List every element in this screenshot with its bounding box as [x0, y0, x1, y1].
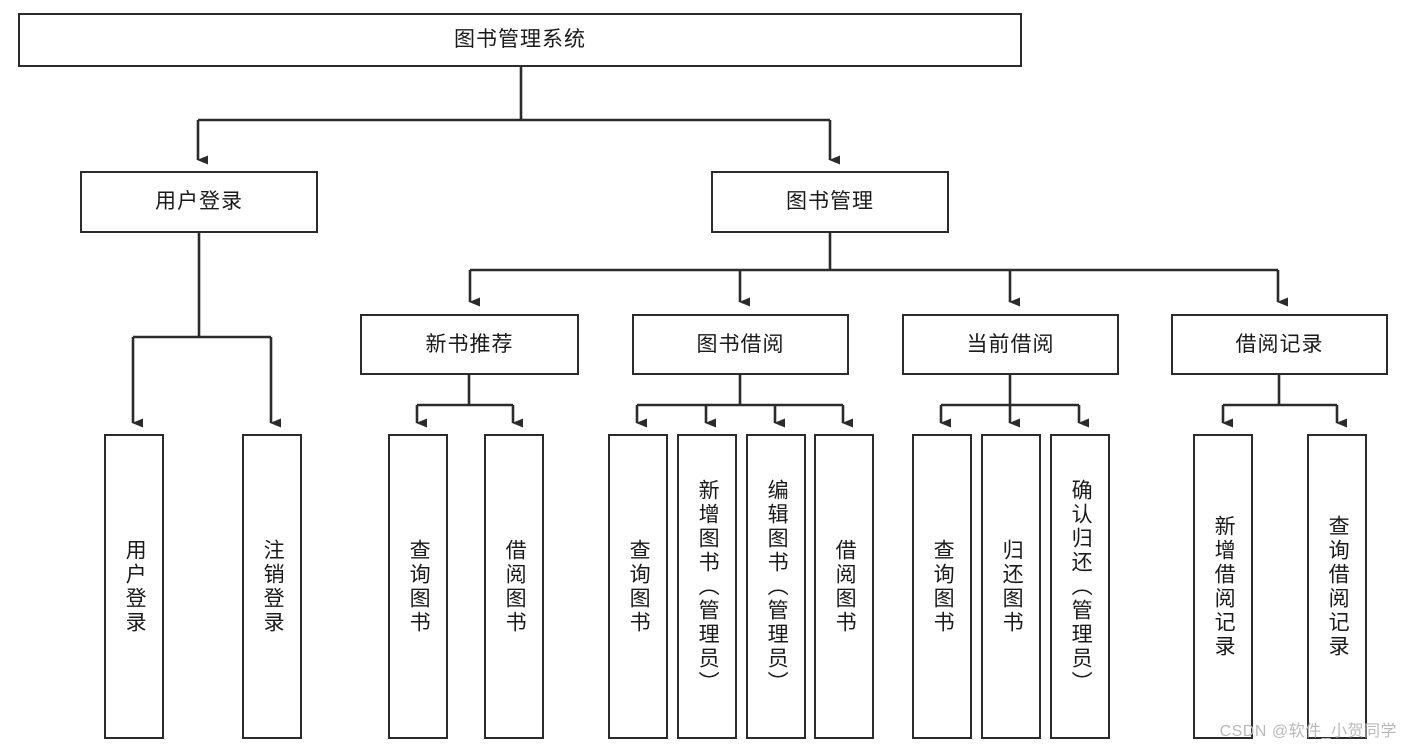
node-root-label: 图书管理系统	[454, 28, 586, 52]
node-leaf-edit-book[interactable]: 编辑图书（管理员）	[746, 434, 806, 739]
node-user-login-label: 用户登录	[155, 190, 243, 214]
node-leaf-add-record-label: 新增借阅记录	[1212, 514, 1236, 659]
node-book-borrow[interactable]: 图书借阅	[632, 314, 849, 375]
node-leaf-add-book[interactable]: 新增图书（管理员）	[677, 434, 737, 739]
node-leaf-borrow-book-2-label: 借阅图书	[833, 538, 857, 635]
node-book-management[interactable]: 图书管理	[711, 171, 949, 233]
node-leaf-borrow-book-2[interactable]: 借阅图书	[814, 434, 874, 739]
node-root[interactable]: 图书管理系统	[18, 13, 1022, 67]
watermark: CSDN @软件_小贺同学	[1219, 723, 1397, 740]
node-leaf-confirm-return-label: 确认归还（管理员）	[1069, 478, 1093, 695]
node-leaf-query-book-1-label: 查询图书	[407, 538, 431, 635]
node-book-borrow-label: 图书借阅	[696, 332, 785, 356]
node-leaf-return-book[interactable]: 归还图书	[981, 434, 1041, 739]
node-leaf-user-login[interactable]: 用户登录	[104, 434, 164, 739]
node-borrow-record[interactable]: 借阅记录	[1171, 314, 1388, 375]
node-current-borrow-label: 当前借阅	[966, 332, 1055, 356]
node-leaf-logout[interactable]: 注销登录	[242, 434, 302, 739]
node-leaf-query-record-label: 查询借阅记录	[1326, 514, 1350, 659]
node-current-borrow[interactable]: 当前借阅	[902, 314, 1119, 375]
node-leaf-edit-book-label: 编辑图书（管理员）	[765, 478, 789, 695]
node-leaf-query-record[interactable]: 查询借阅记录	[1307, 434, 1367, 739]
node-leaf-borrow-book-1[interactable]: 借阅图书	[484, 434, 544, 739]
node-leaf-query-book-3-label: 查询图书	[931, 538, 955, 635]
node-borrow-record-label: 借阅记录	[1235, 332, 1324, 356]
node-new-book-recommend-label: 新书推荐	[425, 332, 514, 356]
node-book-management-label: 图书管理	[786, 190, 874, 214]
node-leaf-query-book-1[interactable]: 查询图书	[388, 434, 448, 739]
node-leaf-borrow-book-1-label: 借阅图书	[503, 538, 527, 635]
node-leaf-confirm-return[interactable]: 确认归还（管理员）	[1050, 434, 1110, 739]
node-user-login[interactable]: 用户登录	[80, 171, 318, 233]
node-leaf-query-book-3[interactable]: 查询图书	[912, 434, 972, 739]
node-new-book-recommend[interactable]: 新书推荐	[360, 314, 579, 375]
node-leaf-logout-label: 注销登录	[261, 538, 285, 635]
node-leaf-add-record[interactable]: 新增借阅记录	[1193, 434, 1253, 739]
node-leaf-query-book-2[interactable]: 查询图书	[608, 434, 668, 739]
node-leaf-query-book-2-label: 查询图书	[627, 538, 651, 635]
node-leaf-add-book-label: 新增图书（管理员）	[696, 478, 720, 695]
node-leaf-user-login-label: 用户登录	[123, 538, 147, 635]
node-leaf-return-book-label: 归还图书	[1000, 538, 1024, 635]
